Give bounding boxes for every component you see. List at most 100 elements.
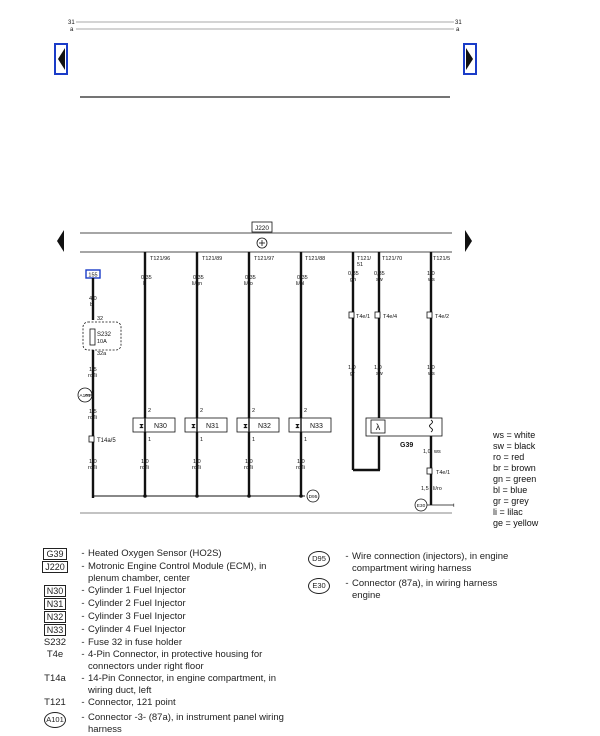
legend-description: Fuse 32 in fuse holder xyxy=(88,637,183,648)
pin-label: T121/88 xyxy=(305,256,325,262)
ecm-code: J220 xyxy=(255,225,269,232)
pin-number: 1 xyxy=(304,437,307,443)
fuse-top-code: 155 xyxy=(88,273,97,279)
legend-code: D95 xyxy=(308,551,330,567)
wire-color: ro/li xyxy=(140,465,149,471)
next-track-arrow[interactable] xyxy=(465,230,472,252)
fuse-rating: 10A xyxy=(97,339,107,345)
fuse-code: S232 xyxy=(97,332,112,338)
legend-code: G39 xyxy=(43,548,67,560)
injector-code: N30 xyxy=(154,423,167,430)
wire-color: ro/li xyxy=(88,373,97,379)
legend-description: Connector, 121 point xyxy=(88,697,176,708)
legend-code: N31 xyxy=(43,598,67,610)
injector-column-n31: 0,35 li/gn 2 ⧗ N31 1 1,0 ro/li xyxy=(184,252,228,495)
legend-description: 4-Pin Connector, in protective housing f… xyxy=(88,649,263,672)
pin-number: 2 xyxy=(304,408,307,414)
legend-description: 14-Pin Connector, in engine compartment,… xyxy=(88,673,276,696)
wire-size: 1,0 xyxy=(141,459,149,465)
wire-color: ro/li xyxy=(192,465,201,471)
wire-size: 0,35 xyxy=(374,271,385,277)
prev-page-button[interactable] xyxy=(54,43,68,75)
wire-color: gr xyxy=(350,371,355,377)
wire-size: 1,0 xyxy=(348,365,356,371)
pin-label: T121/97 xyxy=(254,256,274,262)
legend-description: Motronic Engine Control Module (ECM), in… xyxy=(88,561,267,584)
connector-d95-label: D95 xyxy=(309,494,318,500)
legend-code: N33 xyxy=(43,624,67,636)
connector-t4e1-lower: T4e/1 xyxy=(436,470,450,476)
wire-size: 0,35 xyxy=(297,275,308,281)
legend-description: Connector -3- (87a), in instrument panel… xyxy=(88,712,284,735)
fuse-pin-out: 32a xyxy=(97,351,107,357)
pin-label: T121/ xyxy=(357,256,372,262)
connector-d95 xyxy=(306,489,320,503)
legend-code: T14a xyxy=(44,673,66,684)
legend-description: Cylinder 3 Fuel Injector xyxy=(88,611,186,622)
wire-size: 0,35 xyxy=(348,271,359,277)
pin-label: 51 xyxy=(357,262,363,268)
wire-size: 1,0 xyxy=(427,365,435,371)
prev-track-arrow[interactable] xyxy=(57,230,64,252)
injector-column-n30: 0,35 li 2 ⧗ N30 1 1,0 ro/li xyxy=(132,252,176,495)
pin-number: 2 xyxy=(200,408,203,414)
legend-item: T14a-14-Pin Connector, in engine compart… xyxy=(32,673,292,697)
legend-code: J220 xyxy=(42,561,68,573)
wiring-diagram: 31 a 31 a J220 T121/96 T121/89 T121/97 T… xyxy=(54,20,477,514)
wire-color: sw xyxy=(376,371,383,377)
component-legend-right: D95-Wire connection (injectors), in engi… xyxy=(296,548,526,602)
legend-item: T4e-4-Pin Connector, in protective housi… xyxy=(32,649,292,673)
wire-size: 0,35 xyxy=(141,275,152,281)
legend-item: E30-Connector (87a), in wiring harness e… xyxy=(296,578,526,602)
wire-size: 1,5 xyxy=(89,409,97,415)
page-sub-left: a xyxy=(70,27,74,33)
next-page-button[interactable] xyxy=(463,43,477,75)
legend-code: E30 xyxy=(308,578,330,594)
pin-number: 1 xyxy=(200,437,203,443)
connector-t4e2: T4e/2 xyxy=(435,314,449,320)
ecm-label-box xyxy=(251,221,273,233)
wire-color: li/ro xyxy=(244,281,253,287)
legend-description: Wire connection (injectors), in engine c… xyxy=(352,551,509,574)
legend-item: T121-Connector, 121 point xyxy=(32,697,292,709)
legend-item: N30-Cylinder 1 Fuel Injector xyxy=(32,585,292,598)
connector-a101-label: A101 xyxy=(79,393,91,399)
injector-coil-icon: ⧗ xyxy=(139,423,144,430)
pin-number: 1 xyxy=(252,437,255,443)
wire-color: ro/li xyxy=(296,465,305,471)
wire-key-item: sw = black xyxy=(493,441,536,451)
wire-key-item: bl = blue xyxy=(493,485,528,495)
wire-size: 1,0 xyxy=(427,271,435,277)
injector-coil-icon: ⧗ xyxy=(243,423,248,430)
pin-label: T121/5 xyxy=(433,256,450,262)
legend-item: A101-Connector -3- (87a), in instrument … xyxy=(32,712,292,736)
heater-element-icon xyxy=(429,419,433,433)
wire-color: ro/li xyxy=(244,465,253,471)
legend-item: N32-Cylinder 3 Fuel Injector xyxy=(32,611,292,624)
injector-coil-icon: ⧗ xyxy=(191,423,196,430)
wire-key-item: gr = grey xyxy=(493,496,529,506)
injector-column-n33: 0,35 li/bl 2 ⧗ N33 1 1,0 ro/li xyxy=(288,252,332,495)
fuse-pin-in: 32 xyxy=(97,316,103,322)
wire-color: gn xyxy=(350,277,356,283)
page-number-right: 31 xyxy=(455,20,462,26)
wire-key-item: br = brown xyxy=(493,463,536,473)
wire-color: li/gn xyxy=(192,281,202,287)
pin-label: T121/89 xyxy=(202,256,222,262)
wire-key-item: li = lilac xyxy=(493,507,523,517)
pin-number: 1 xyxy=(148,437,151,443)
wire-size: 0,35 xyxy=(193,275,204,281)
legend-code: N32 xyxy=(43,611,67,623)
connector-t4e4: T4e/4 xyxy=(383,314,397,320)
legend-code: N30 xyxy=(43,585,67,597)
wire-color: ro/li xyxy=(88,415,97,421)
wire-size: 0,35 xyxy=(245,275,256,281)
injector-code: N31 xyxy=(206,423,219,430)
legend-item: J220-Motronic Engine Control Module (ECM… xyxy=(32,561,292,585)
wire-size: 1,5 xyxy=(89,367,97,373)
connector-e30-label: E30 xyxy=(417,503,426,509)
sensor-code: G39 xyxy=(400,442,413,449)
wire-key-item: ge = yellow xyxy=(493,518,539,528)
wire-size: 1,0 xyxy=(245,459,253,465)
wire-color: ws xyxy=(427,277,435,283)
